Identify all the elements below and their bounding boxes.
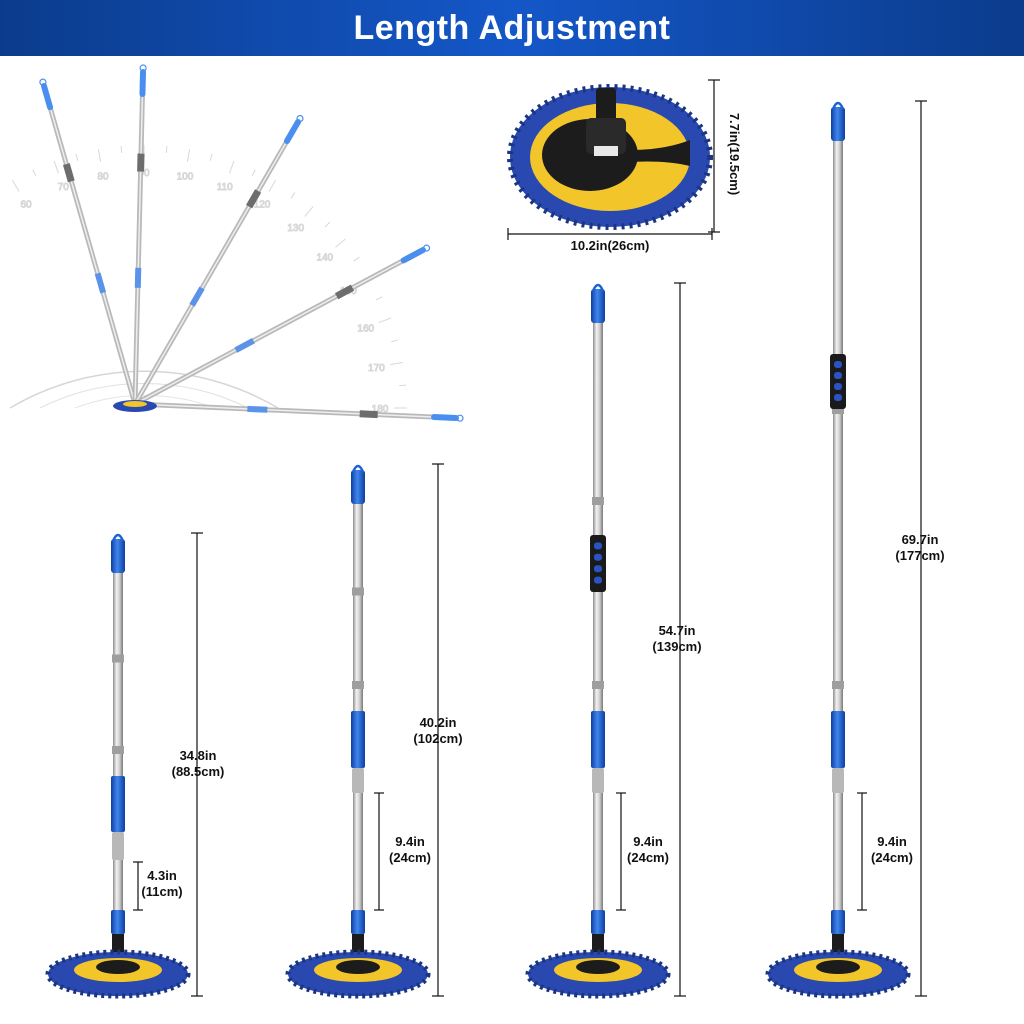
angled-pole-3 [132, 114, 304, 407]
mop1-sub-length: 4.3in (11cm) [132, 868, 192, 900]
mop3-sub-metric: (24cm) [627, 850, 669, 865]
mop2-total-metric: (102cm) [413, 731, 463, 746]
mop2-sub-metric: (24cm) [389, 850, 431, 865]
mop-3-steel-pole [593, 303, 603, 946]
angled-pole-5 [132, 401, 464, 422]
mop-2-lock [352, 768, 364, 793]
mop3-total-imperial: 54.7in [658, 623, 696, 638]
mop-1-lock [112, 832, 124, 860]
page-title: Length Adjustment [353, 8, 671, 47]
mop-4-blue-sleeve [831, 711, 845, 768]
mop2-total-length: 40.2in (102cm) [388, 715, 488, 747]
protractor-scale-70: 70 [58, 182, 70, 193]
mop4-total-imperial: 69.7in [901, 532, 939, 547]
mop-4-steel-pole [833, 121, 843, 946]
mop-3 [525, 282, 686, 999]
mop3-total-length: 54.7in (139cm) [627, 623, 727, 655]
mop1-sub-metric: (11cm) [141, 884, 183, 899]
mop4-total-length: 69.7in (177cm) [870, 532, 970, 564]
mop4-sub-length: 9.4in (24cm) [854, 834, 930, 866]
mop-1-blue-sleeve [111, 776, 125, 832]
mop4-sub-metric: (24cm) [871, 850, 913, 865]
mop1-total-length: 34.8in (88.5cm) [148, 748, 248, 780]
mop-4-total-dimension [915, 100, 927, 997]
mop-2 [285, 463, 444, 999]
mop2-total-imperial: 40.2in [419, 715, 457, 730]
mop-3-blue-sleeve [591, 711, 605, 768]
protractor-scale-120: 120 [254, 200, 271, 211]
title-banner: Length Adjustment [0, 0, 1024, 56]
mop-2-top-handle [351, 470, 365, 504]
mop-4-lock [832, 768, 844, 793]
protractor-diagram: 1020304050607080901001101201301401501601… [9, 64, 464, 422]
protractor-scale-100: 100 [177, 172, 194, 183]
mop3-sub-length: 9.4in (24cm) [610, 834, 686, 866]
mop-3-top-handle [591, 289, 605, 323]
protractor-scale-80: 80 [97, 172, 109, 183]
angled-pole-4 [132, 244, 431, 407]
mop-1 [45, 532, 203, 999]
mop-1-top-handle [111, 539, 125, 573]
mop-3-lock [592, 768, 604, 793]
pad-height-label: 7.7in(19.5cm) [727, 112, 742, 196]
protractor-scale-160: 160 [357, 323, 374, 334]
mop-pad-topview [507, 79, 720, 240]
protractor-scale-130: 130 [287, 223, 304, 234]
mop3-sub-imperial: 9.4in [633, 834, 663, 849]
mop-3-foam-grip [590, 535, 606, 592]
protractor-scale-110: 110 [217, 182, 233, 193]
mop-1-sub-dimension [133, 861, 143, 911]
mop-3-total-dimension [674, 282, 686, 997]
protractor-scale-60: 60 [20, 200, 32, 211]
angled-pole-2 [132, 64, 147, 407]
mop-4 [765, 100, 927, 999]
pad-width-label: 10.2in(26cm) [570, 238, 650, 253]
mop-4-foam-grip [830, 354, 846, 409]
mop-3-sub-dimension [616, 792, 626, 911]
mop-1-total-dimension [191, 532, 203, 997]
mop1-total-metric: (88.5cm) [171, 764, 225, 779]
mop-2-blue-sleeve [351, 711, 365, 768]
mop2-sub-length: 9.4in (24cm) [372, 834, 448, 866]
mop4-total-metric: (177cm) [895, 548, 945, 563]
mop1-total-imperial: 34.8in [179, 748, 217, 763]
mop1-sub-imperial: 4.3in [147, 868, 177, 883]
mop2-sub-imperial: 9.4in [395, 834, 425, 849]
pad-connector [596, 88, 616, 122]
protractor-scale-140: 140 [316, 252, 333, 263]
mop-2-total-dimension [432, 463, 444, 997]
mop4-sub-imperial: 9.4in [877, 834, 907, 849]
mop-4-sub-dimension [857, 792, 867, 911]
protractor-scale-170: 170 [368, 363, 385, 374]
mop3-total-metric: (139cm) [652, 639, 702, 654]
mop-4-top-handle [831, 107, 845, 141]
mop-2-sub-dimension [374, 792, 384, 911]
angled-pole-1 [39, 78, 138, 407]
